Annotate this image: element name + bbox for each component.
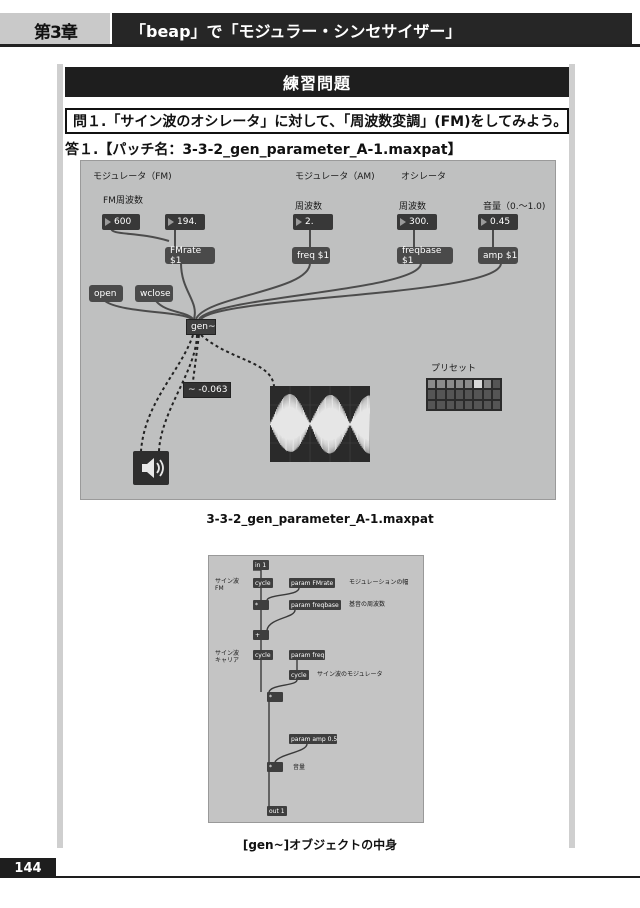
gen-multiply-3[interactable]: * [267, 762, 283, 772]
label-volume: 音量（0.～1.0) [483, 202, 546, 212]
max-patch-screenshot: モジュレータ（FM) FM周波数 モジュレータ（AM) オシレータ 周波数 周波… [80, 160, 556, 500]
signal-readout: ~ -0.063 [183, 382, 231, 398]
gen-object[interactable]: gen~ [186, 319, 216, 335]
label-preset: プリセット [431, 364, 477, 374]
gen-multiply-2[interactable]: * [267, 692, 283, 702]
label-fm-freq: FM周波数 [103, 196, 143, 206]
volume-number[interactable]: 0.45 [478, 214, 518, 230]
cord-dac-left [140, 334, 194, 452]
preset-grid[interactable] [426, 378, 502, 411]
gen-patch-screenshot: in 1 cycle param FMrate モジュレーションの幅 * par… [208, 555, 424, 823]
chapter-title: 「beap」で「モジュラー・シンセサイザー」 [130, 22, 462, 41]
label-osc: オシレータ [401, 172, 447, 182]
oscilloscope [269, 386, 371, 462]
cord-readout [192, 334, 200, 382]
figure-caption-1: 3-3-2_gen_parameter_A-1.maxpat [206, 512, 434, 526]
question-box: 問１.「サイン波のオシレータ」に対して、「周波数変調」(FM)をしてみよう。 [65, 108, 569, 134]
gen-multiply-1[interactable]: * [253, 600, 269, 610]
gen-out-object[interactable]: out 1 [267, 806, 287, 816]
label-am-freq: 周波数 [295, 202, 323, 212]
gen-label-sine-mod: サイン波のモジュレータ [317, 671, 383, 678]
gen-in-object[interactable]: in 1 [253, 560, 269, 570]
chapter-header: 第3章 「beap」で「モジュラー・シンセサイザー」 [0, 13, 640, 47]
gen-label-sine-carrier-2: キャリア [215, 657, 240, 664]
gen-param-freq[interactable]: param freq [289, 650, 325, 660]
gen-param-amp[interactable]: param amp 0.5 [289, 734, 338, 744]
fmrate-message[interactable]: FMrate $1 [165, 246, 215, 266]
exercise-title-bar: 練習問題 [65, 67, 569, 97]
gen-plus[interactable]: + [253, 630, 269, 640]
gen-label-sine-fm-2: FM [215, 585, 224, 592]
patch-cords [104, 227, 502, 452]
fm-rate-number[interactable]: 194. [165, 214, 205, 230]
chapter-title-bar: 「beap」で「モジュラー・シンセサイザー」 [112, 13, 632, 47]
label-osc-freq: 周波数 [399, 202, 427, 212]
am-freq-number[interactable]: 2. [293, 214, 333, 230]
right-margin-rule [569, 64, 575, 848]
open-message[interactable]: open [89, 285, 123, 302]
freqbase-message[interactable]: freqbase $1 [397, 246, 453, 266]
chapter-number: 第3章 [34, 22, 78, 43]
label-mod-fm: モジュレータ（FM) [93, 172, 172, 182]
fm-freq-number[interactable]: 600 [102, 214, 140, 230]
osc-freq-number[interactable]: 300. [397, 214, 437, 230]
oscilloscope-trace [269, 386, 371, 462]
cord-scope [200, 334, 275, 387]
gen-label-volume: 音量 [293, 764, 306, 771]
header-rule [0, 44, 640, 47]
gen-param-freqbase[interactable]: param freqbase [289, 600, 341, 610]
gen-label-sine-fm-1: サイン波 [215, 578, 240, 585]
figure-caption-2: [gen~]オブジェクトの中身 [242, 838, 398, 852]
gen-cycle-am[interactable]: cycle [289, 670, 309, 680]
exercise-title: 練習問題 [282, 74, 351, 93]
page-number: 144 [0, 858, 56, 878]
amp-message[interactable]: amp $1 [478, 247, 518, 264]
gen-cycle-fm[interactable]: cycle [253, 578, 273, 588]
gen-patch-cords [253, 569, 308, 806]
speaker-icon[interactable] [133, 451, 169, 485]
gen-label-sine-carrier-1: サイン波 [215, 650, 240, 657]
freq-message[interactable]: freq $1 [292, 247, 330, 264]
gen-param-fmrate[interactable]: param FMrate [289, 578, 335, 588]
wclose-message[interactable]: wclose [135, 285, 173, 302]
gen-label-mod-amount: モジュレーションの幅 [349, 579, 409, 586]
cord-dac-right [158, 334, 198, 452]
left-margin-rule [57, 64, 63, 848]
chapter-badge: 第3章 [0, 13, 110, 47]
footer-rule [56, 876, 640, 878]
gen-cycle-carrier[interactable]: cycle [253, 650, 273, 660]
question-text: 問１.「サイン波のオシレータ」に対して、「周波数変調」(FM)をしてみよう。 [73, 114, 568, 130]
answer-text: 答１.【パッチ名：3-3-2_gen_parameter_A-1.maxpat】 [65, 142, 462, 158]
gen-label-base-freq: 基音の周波数 [349, 601, 386, 608]
label-mod-am: モジュレータ（AM) [295, 172, 375, 182]
